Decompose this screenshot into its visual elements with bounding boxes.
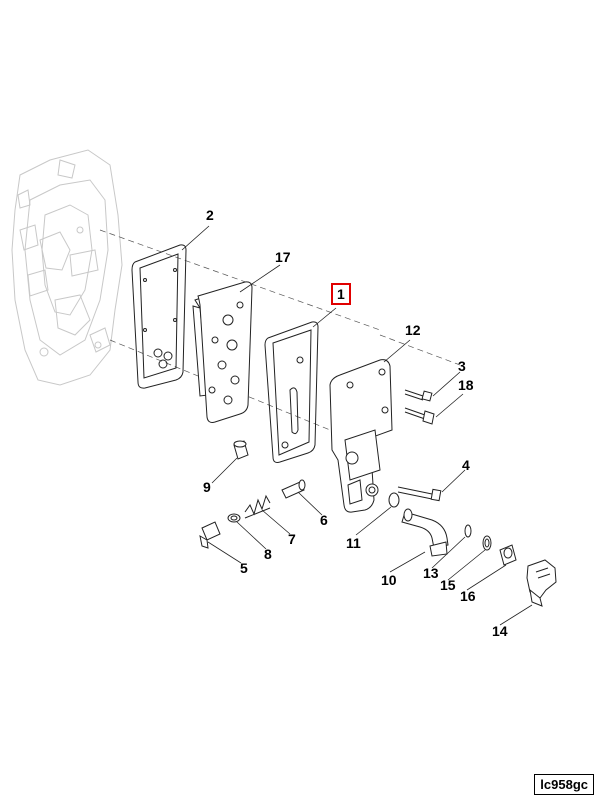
housing-part-12 [329,359,393,513]
gasket-part-1 [264,321,319,463]
plug-part-5 [199,521,221,549]
callout-4[interactable]: 4 [462,457,470,473]
o-ring-part-11 [388,492,400,508]
leader-lines [181,225,533,626]
cooler-core-part-17 [192,281,253,423]
alignment-dashed-lines [99,229,461,431]
elbow-fitting-part-10 [401,508,449,557]
callout-5[interactable]: 5 [240,560,248,576]
gasket-part-2 [131,244,187,389]
callout-12[interactable]: 12 [405,322,421,338]
callout-11[interactable]: 11 [346,535,361,551]
callout-15[interactable]: 15 [440,577,456,593]
washer-part-8 [227,513,241,523]
callout-16[interactable]: 16 [460,588,476,604]
callout-18[interactable]: 18 [458,377,474,393]
callout-17[interactable]: 17 [275,249,291,265]
reference-code-label: lc958gc [534,774,594,795]
callout-9[interactable]: 9 [203,479,211,495]
engine-block-outline [11,149,123,386]
callout-7[interactable]: 7 [288,531,296,547]
callout-2[interactable]: 2 [206,207,214,223]
callout-3[interactable]: 3 [458,358,466,374]
callout-10[interactable]: 10 [381,572,397,588]
adapter-part-16 [499,544,517,566]
callout-14[interactable]: 14 [492,623,508,639]
valve-part-6 [281,479,306,499]
bolts-parts-3-18 [404,389,435,425]
bolt-part-4 [397,486,442,502]
callout-1[interactable]: 1 [331,283,351,305]
sensor-part-14 [526,559,557,607]
spring-part-7 [244,494,271,519]
callout-6[interactable]: 6 [320,512,328,528]
callout-13[interactable]: 13 [423,565,439,581]
plug-part-9 [233,440,249,460]
callout-8[interactable]: 8 [264,546,272,562]
washers-parts-13-15 [464,524,492,551]
